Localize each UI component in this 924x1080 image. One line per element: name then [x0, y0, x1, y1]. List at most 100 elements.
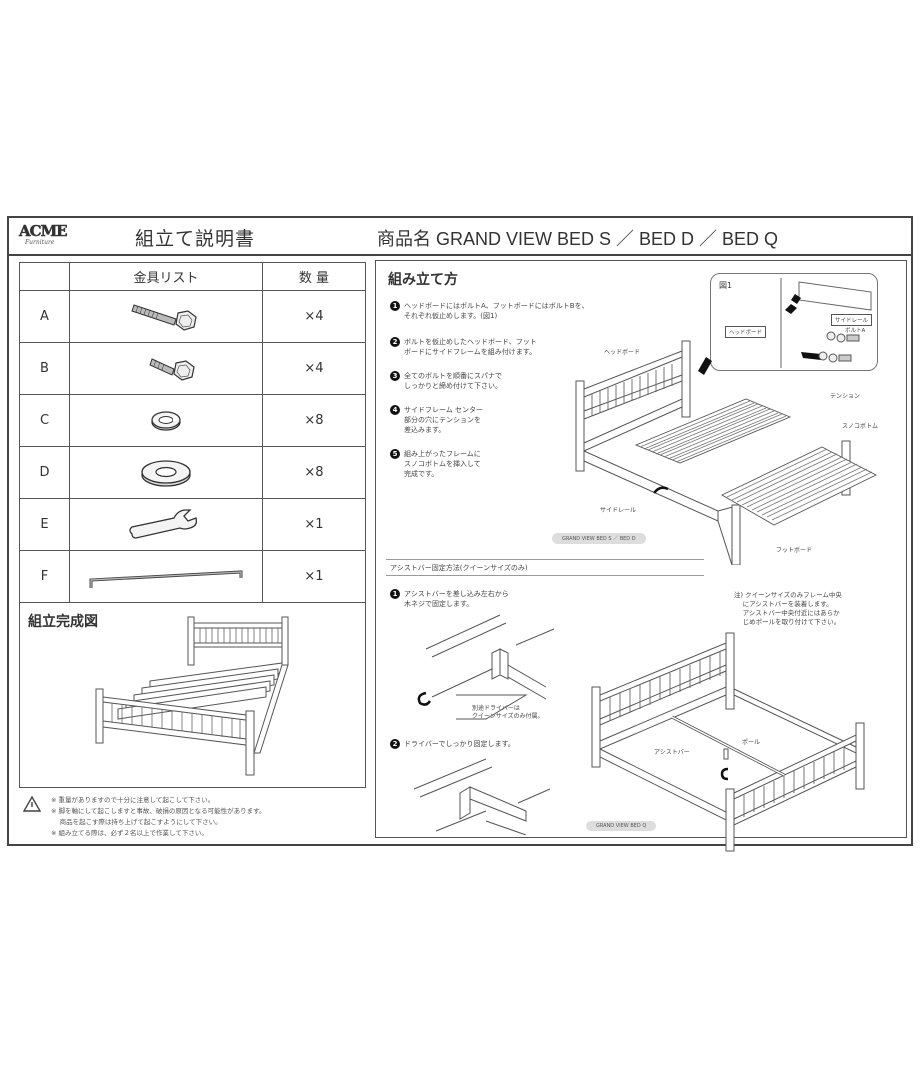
part-qty: ×1 [262, 498, 366, 551]
step-number: 5 [390, 449, 400, 459]
assembly-step-5: 5 組み上がったフレームにスノコボトムを挿入して完成です。 [390, 449, 481, 479]
step-number: 2 [390, 739, 400, 749]
part-qty: ×8 [262, 446, 366, 499]
parts-table: 金具リスト 数 量 A ×4 B ×4 C ×8 D [19, 262, 366, 603]
assembly-step-1: 1 ヘッドボードにはボルトA、フットボードにはボルトBを、それぞれ仮止めします。(… [390, 301, 589, 321]
completed-diagram-panel: 組立完成図 [19, 602, 366, 788]
warning-line: ※ 重量がありますので十分に注意して起こして下さい。 [51, 796, 215, 804]
part-id: B [19, 342, 70, 395]
table-row: D ×8 [19, 446, 366, 499]
step-text: 差込みます。 [404, 426, 446, 434]
step-text: アシストバーを差し込み左右から [404, 590, 509, 598]
warning-line: ※ 脚を軸にして起こしますと事故、破損の原因となる可能性があります。 [51, 807, 266, 815]
acme-logo: ACME Furniture [19, 222, 68, 248]
step-text: ボードにサイドフレームを組み付けます。 [404, 348, 537, 356]
footboard-label: フットボード [776, 547, 813, 554]
side-rail-label: サイドレール [600, 507, 637, 514]
step-text: しっかりと締め付けて下さい。 [404, 382, 502, 390]
logo-sub: Furniture [25, 239, 55, 246]
step-text: 部分の穴にテンションを [404, 416, 481, 424]
step-number: 2 [390, 337, 400, 347]
step-text: スノコボトムを挿入して [404, 460, 481, 468]
step-text: ドライバーでしっかり固定します。 [404, 740, 515, 748]
wrench-icon [69, 498, 263, 551]
parts-header-row: 金具リスト 数 量 [19, 262, 366, 291]
bed-q-assist-illustration [591, 632, 865, 852]
col-id [19, 262, 70, 291]
table-row: E ×1 [19, 498, 366, 551]
model-badge-sd: GRAND VIEW BED S ／ BED D [552, 533, 646, 544]
figure-1-headboard-label: ヘッドボード [725, 326, 767, 338]
assembly-step-3: 3 全てのボルトを順番にスパナでしっかりと締め付けて下さい。 [390, 371, 502, 391]
step-number: 1 [390, 301, 400, 311]
model-badge-q: GRAND VIEW BED Q [586, 821, 657, 831]
header-bar: ACME Furniture 組立て説明書 商品名 GRAND VIEW BED… [9, 218, 911, 256]
flat-washer-icon [69, 446, 263, 499]
table-row: F ×1 [19, 550, 366, 603]
part-qty: ×8 [262, 394, 366, 447]
step-text: それぞれ仮止めします。(図1) [404, 312, 498, 320]
assist-step-1: 1 アシストバーを差し込み左右から木ネジで固定します。 [390, 589, 509, 609]
step-number: 1 [390, 589, 400, 599]
assembly-panel: 組み立て方 1 ヘッドボードにはボルトA、フットボードにはボルトBを、それぞれ仮止… [375, 260, 907, 852]
step-number: 3 [390, 371, 400, 381]
product-title: 商品名 GRAND VIEW BED S ／ BED D ／ BED Q [377, 229, 779, 249]
bolt-long-icon [69, 290, 263, 343]
completed-bed-illustration [95, 616, 289, 776]
warning-line: 商品を起こす際は持ち上げて起こすようにして下さい。 [51, 818, 222, 826]
bolt-short-icon [69, 342, 263, 395]
assembly-step-4: 4 サイドフレーム センター部分の穴にテンションを差込みます。 [390, 405, 483, 435]
part-qty: ×1 [262, 550, 366, 603]
warning-line: ※ 組み立てる際は、必ず２名以上で作業して下さい。 [51, 829, 208, 837]
spring-washer-icon [69, 394, 263, 447]
section-divider [386, 575, 704, 576]
part-qty: ×4 [262, 290, 366, 343]
step-text: 組み上がったフレームに [404, 450, 481, 458]
part-id: E [19, 498, 70, 551]
hex-key-icon [69, 550, 263, 603]
assembly-step-2: 2 ボルトを仮止めしたヘッドボード、フットボードにサイドフレームを組み付けます。 [390, 337, 537, 357]
bed-sd-assembly-illustration [575, 340, 877, 565]
tension-label: テンション [830, 393, 861, 400]
figure-1-inset: 図1 ヘッドボード サイドレール ボルトA [710, 273, 878, 371]
step-text: 全てのボルトを順番にスパナで [404, 372, 502, 380]
driver-note-line: クイーンサイズのみ付属。 [472, 713, 544, 720]
assist-bar-screw-illustration [417, 614, 555, 720]
queen-size-note: 注) クイーンサイズのみフレーム中央 にアシストバーを装着します。 アシストバー… [734, 591, 842, 626]
step-text: 完成です。 [404, 470, 439, 478]
assist-step-2: 2 ドライバーでしっかり固定します。 [390, 739, 515, 749]
bolt-detail-illustration [780, 278, 872, 368]
col-item: 金具リスト [69, 262, 263, 291]
figure-1-side-rail-label: サイドレール [831, 314, 873, 326]
step-text: 木ネジで固定します。 [404, 600, 474, 608]
assist-bar-section-title: アシストバー固定方法(クイーンサイズのみ) [390, 564, 528, 572]
step-number: 4 [390, 405, 400, 415]
completed-title: 組立完成図 [28, 614, 98, 630]
instruction-sheet: ACME Furniture 組立て説明書 商品名 GRAND VIEW BED… [7, 216, 913, 852]
part-id: D [19, 446, 70, 499]
part-id: A [19, 290, 70, 343]
figure-1-label: 図1 [719, 281, 733, 290]
step-text: サイドフレーム センター [404, 406, 484, 414]
col-qty: 数 量 [262, 262, 366, 291]
table-row: B ×4 [19, 342, 366, 395]
driver-note: 別途ドライバーは クイーンサイズのみ付属。 [472, 705, 544, 721]
section-divider [386, 559, 704, 560]
step-text: ヘッドボードにはボルトA、フットボードにはボルトBを、 [404, 302, 589, 310]
headboard-label: ヘッドボード [604, 349, 641, 356]
driver-note-line: 別途ドライバーは [472, 705, 520, 712]
document-title: 組立て説明書 [135, 228, 256, 250]
assist-bar-label: アシストバー [654, 749, 690, 756]
part-id: F [19, 550, 70, 603]
table-row: C ×8 [19, 394, 366, 447]
slat-bottom-label: スノコボトム [842, 423, 879, 430]
figure-1-bolt-label: ボルトA [845, 328, 866, 334]
step-text: ボルトを仮止めしたヘッドボード、フット [404, 338, 537, 346]
logo-brand: ACME [19, 222, 68, 241]
assist-bar-fix-illustration [413, 758, 551, 835]
assembly-title: 組み立て方 [388, 272, 458, 288]
part-qty: ×4 [262, 342, 366, 395]
pole-label: ポール [742, 739, 761, 746]
warning-triangle-icon [23, 796, 41, 812]
table-row: A ×4 [19, 290, 366, 343]
